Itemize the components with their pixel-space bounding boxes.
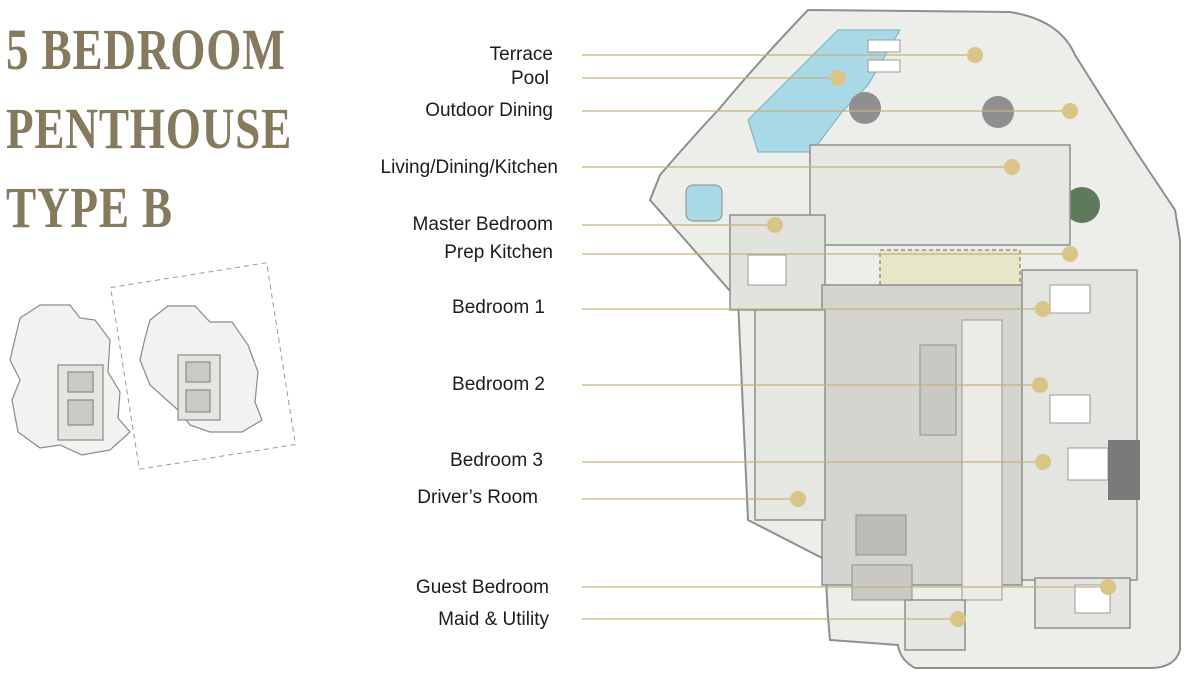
sun-lounger bbox=[867, 39, 901, 53]
marker-bedroom-3 bbox=[1035, 454, 1051, 470]
marker-drivers-room bbox=[790, 491, 806, 507]
master-bed bbox=[747, 254, 787, 286]
planter bbox=[849, 92, 881, 124]
marker-living bbox=[1004, 159, 1020, 175]
stair bbox=[919, 344, 957, 436]
sun-lounger bbox=[867, 59, 901, 73]
timber-deck bbox=[1108, 440, 1140, 500]
title-line-1: 5 BEDROOM bbox=[6, 17, 286, 82]
marker-prep-kitchen bbox=[1062, 246, 1078, 262]
marker-bedroom-1 bbox=[1035, 301, 1051, 317]
label-master-bedroom: Master Bedroom bbox=[412, 214, 553, 235]
patterned-void bbox=[879, 249, 1021, 286]
label-bedroom-3: Bedroom 3 bbox=[450, 450, 543, 471]
bed-bedroom-1 bbox=[1049, 284, 1091, 314]
label-bedroom-2: Bedroom 2 bbox=[452, 374, 545, 395]
label-guest-bedroom: Guest Bedroom bbox=[415, 577, 549, 598]
label-outdoor-dining: Outdoor Dining bbox=[425, 100, 553, 121]
label-pool: Pool bbox=[510, 68, 549, 89]
label-living-dining-kitchen: Living/Dining/Kitchen bbox=[380, 157, 558, 178]
key-plan-lower bbox=[9, 304, 131, 456]
stair bbox=[851, 564, 913, 601]
jacuzzi bbox=[685, 184, 723, 222]
bed-bedroom-2 bbox=[1049, 394, 1091, 424]
key-plan-upper bbox=[139, 305, 263, 433]
bedroom-wing bbox=[1021, 269, 1138, 581]
label-maid-utility: Maid & Utility bbox=[438, 609, 549, 630]
marker-pool bbox=[830, 70, 846, 86]
label-bedroom-1: Bedroom 1 bbox=[452, 297, 545, 318]
planter bbox=[982, 96, 1014, 128]
lift bbox=[855, 514, 907, 556]
pool bbox=[747, 29, 902, 153]
living-area bbox=[809, 144, 1071, 246]
marker-bedroom-2 bbox=[1032, 377, 1048, 393]
marker-outdoor-dining bbox=[1062, 103, 1078, 119]
planter bbox=[1064, 187, 1100, 223]
title-line-2: PENTHOUSE bbox=[6, 96, 293, 161]
marker-terrace bbox=[967, 47, 983, 63]
marker-master-bedroom bbox=[767, 217, 783, 233]
service-wing bbox=[754, 309, 826, 521]
corridor bbox=[961, 319, 1003, 601]
label-terrace: Terrace bbox=[489, 44, 553, 65]
label-drivers-room: Driver’s Room bbox=[417, 487, 538, 508]
bed-bedroom-3 bbox=[1067, 447, 1109, 481]
page-title: 5 BEDROOM PENTHOUSE TYPE B bbox=[6, 10, 292, 247]
label-prep-kitchen: Prep Kitchen bbox=[444, 242, 553, 263]
marker-maid-utility bbox=[950, 611, 966, 627]
marker-guest-bedroom bbox=[1100, 579, 1116, 595]
title-line-3: TYPE B bbox=[6, 175, 173, 240]
